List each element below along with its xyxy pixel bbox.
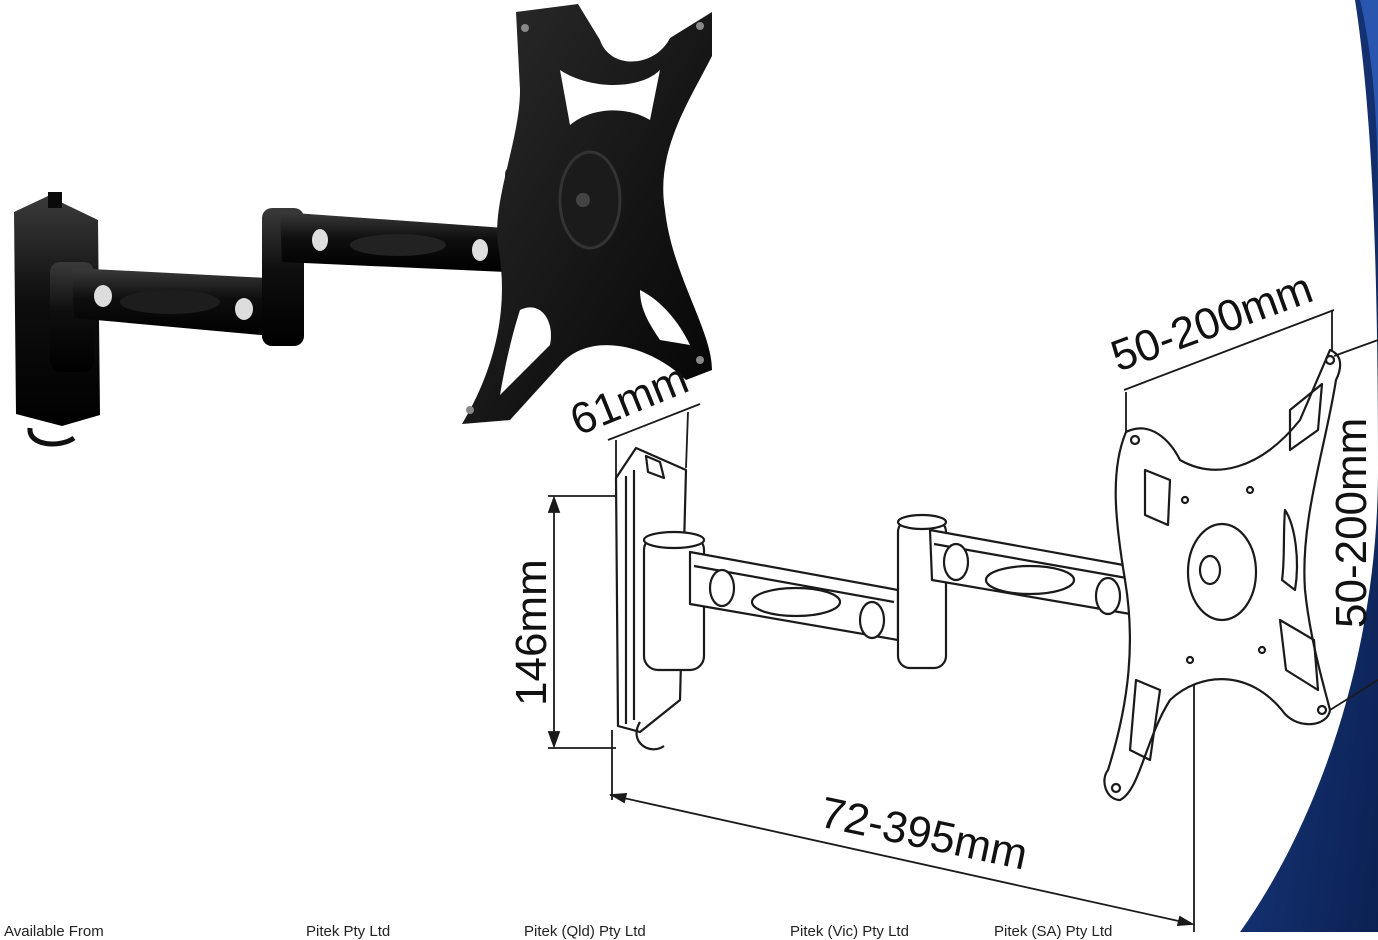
footer-company-4: Pitek (SA) Pty Ltd [994,923,1113,940]
brand-swoosh-highlight [1360,0,1378,200]
brand-swoosh [1240,0,1378,932]
footer-company-1: Pitek Pty Ltd [306,923,391,940]
footer-company-3: Pitek (Vic) Pty Ltd [790,923,909,940]
footer-available-from: Available From [4,923,104,940]
footer-company-2: Pitek (Qld) Pty Ltd [524,923,646,940]
dimension-lines [547,309,1378,932]
dim-vesa-vertical: 50-200mm [1327,418,1376,628]
bracket-photo [14,4,712,447]
footer-suppliers: Available From Pitek Pty Ltd Pitek (Qld)… [0,916,1378,940]
dim-plate-height: 146mm [507,559,556,706]
dim-vesa-horizontal: 50-200mm [1105,263,1319,381]
bracket-line-drawing [614,348,1342,802]
dim-extension: 72-395mm [816,788,1032,880]
